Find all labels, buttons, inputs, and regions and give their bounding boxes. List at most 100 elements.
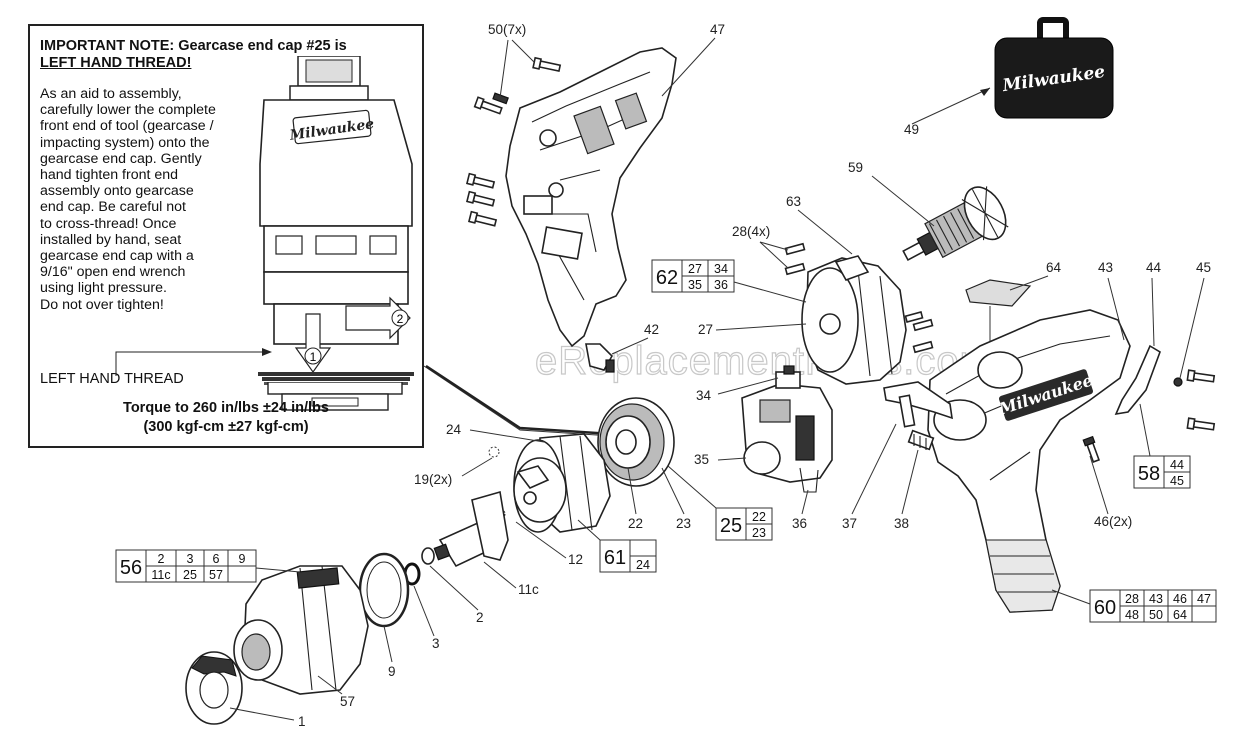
callout-47: 47 — [710, 22, 725, 37]
callout-37: 37 — [842, 516, 857, 531]
part-2-washer — [421, 547, 435, 565]
callout-43: 43 — [1098, 260, 1113, 275]
part-35-switch-assembly — [741, 365, 833, 493]
kit-25: 25 22 23 — [715, 507, 773, 541]
part-37-direction-switch — [883, 381, 953, 428]
callout-49: 49 — [904, 122, 919, 137]
kit-60: 60 28 43 46 47 48 50 64 — [1089, 589, 1217, 623]
callout-27: 27 — [698, 322, 713, 337]
part-59-armature — [902, 186, 1009, 262]
callout-35: 35 — [694, 452, 709, 467]
svg-text:45: 45 — [1170, 474, 1184, 488]
step-2-label: 2 — [397, 312, 404, 326]
svg-text:25: 25 — [720, 515, 742, 537]
part-46-screw — [1082, 435, 1101, 463]
callout-9: 9 — [388, 664, 396, 679]
callout-2: 2 — [476, 610, 484, 625]
svg-text:27: 27 — [688, 262, 702, 276]
svg-text:46: 46 — [1173, 592, 1187, 606]
front-end-illustration: Milwaukee 2 1 — [258, 56, 414, 385]
important-note-panel: IMPORTANT NOTE: Gearcase end cap #25 is … — [28, 24, 424, 448]
svg-text:64: 64 — [1173, 608, 1187, 622]
svg-text:11c: 11c — [151, 568, 170, 582]
note-pointer-line-bold — [425, 364, 613, 436]
part-47-housing-half — [505, 47, 677, 348]
kit-61: 61 24 — [599, 539, 657, 573]
callout-50: 50(7x) — [488, 22, 526, 37]
note-body: As an aid to assembly, carefully lower t… — [40, 86, 252, 313]
part-12-hammer — [513, 457, 567, 523]
part-63-motor-can — [801, 255, 907, 385]
part-11c-anvil — [433, 490, 509, 568]
note-line: gearcase end cap. Gently — [40, 150, 202, 167]
svg-text:2: 2 — [158, 552, 165, 566]
callout-24: 24 — [446, 422, 462, 437]
callout-11c: 11c — [518, 582, 539, 597]
svg-text:56: 56 — [120, 557, 142, 579]
svg-text:47: 47 — [1197, 592, 1211, 606]
note-line: end cap. Be careful not — [40, 199, 186, 216]
svg-text:6: 6 — [213, 552, 220, 566]
callout-59: 59 — [848, 160, 863, 175]
note-line: hand tighten front end — [40, 167, 179, 184]
svg-text:22: 22 — [752, 510, 766, 524]
kit-56: 56 2 3 6 9 11c 25 57 — [115, 549, 257, 583]
callout-34: 34 — [696, 388, 712, 403]
callout-23: 23 — [676, 516, 691, 531]
svg-text:24: 24 — [636, 558, 650, 572]
svg-text:48: 48 — [1125, 608, 1139, 622]
svg-text:58: 58 — [1138, 463, 1160, 485]
part-57-front-housing — [233, 565, 369, 695]
note-heading-warning: LEFT HAND THREAD! — [40, 55, 192, 71]
part-38-spring — [907, 429, 935, 451]
part-22-23-end-cap — [597, 397, 675, 487]
svg-text:43: 43 — [1149, 592, 1163, 606]
note-line: installed by hand, seat — [40, 231, 182, 248]
callout-46: 46(2x) — [1094, 514, 1132, 529]
thread-leader — [115, 348, 272, 376]
callout-45: 45 — [1196, 260, 1211, 275]
torque-line-2: (300 kgf-cm ±27 kgf-cm) — [143, 419, 309, 435]
part-28-pins — [784, 242, 934, 354]
part-28-pins-right — [904, 311, 924, 323]
svg-text:35: 35 — [688, 278, 702, 292]
left-hand-thread-label: LEFT HAND THREAD — [40, 371, 184, 387]
callout-1: 1 — [298, 714, 306, 729]
callout-57: 57 — [340, 694, 355, 709]
callout-12: 12 — [568, 552, 583, 567]
note-line: to cross-thread! Once — [40, 215, 177, 232]
svg-text:36: 36 — [714, 278, 728, 292]
callout-64: 64 — [1046, 260, 1062, 275]
svg-text:28: 28 — [1125, 592, 1139, 606]
kit-58: 58 44 45 — [1133, 455, 1191, 489]
svg-text:61: 61 — [604, 547, 626, 569]
svg-text:44: 44 — [1170, 458, 1184, 472]
svg-text:62: 62 — [656, 267, 678, 289]
torque-spec: Torque to 260 in/lbs ±24 in/lbs (300 kgf… — [30, 399, 422, 437]
svg-text:60: 60 — [1094, 597, 1116, 619]
svg-text:34: 34 — [714, 262, 728, 276]
note-line: carefully lower the complete — [40, 102, 216, 119]
svg-text:25: 25 — [183, 568, 197, 582]
kit-62: 62 27 34 35 36 — [651, 259, 735, 293]
note-heading-line: IMPORTANT NOTE: Gearcase end cap #25 is — [40, 38, 347, 54]
callout-38: 38 — [894, 516, 909, 531]
note-line: assembly onto gearcase — [40, 183, 194, 200]
part-45-screws — [1173, 369, 1216, 431]
callout-36: 36 — [792, 516, 807, 531]
note-line: front end of tool (gearcase / — [40, 118, 214, 135]
part-64-pad — [965, 279, 1032, 307]
callout-42: 42 — [644, 322, 659, 337]
part-9-ring — [358, 552, 410, 628]
callout-3: 3 — [432, 636, 440, 651]
part-49-carrying-case: Milwaukee — [994, 17, 1114, 119]
part-42-switch-tab — [585, 343, 615, 373]
note-line: using light pressure. — [40, 280, 167, 297]
note-line: impacting system) onto the — [40, 134, 210, 151]
callout-63: 63 — [786, 194, 801, 209]
callout-28: 28(4x) — [732, 224, 770, 239]
callout-19: 19(2x) — [414, 472, 452, 487]
svg-text:3: 3 — [187, 552, 194, 566]
callout-44: 44 — [1146, 260, 1162, 275]
